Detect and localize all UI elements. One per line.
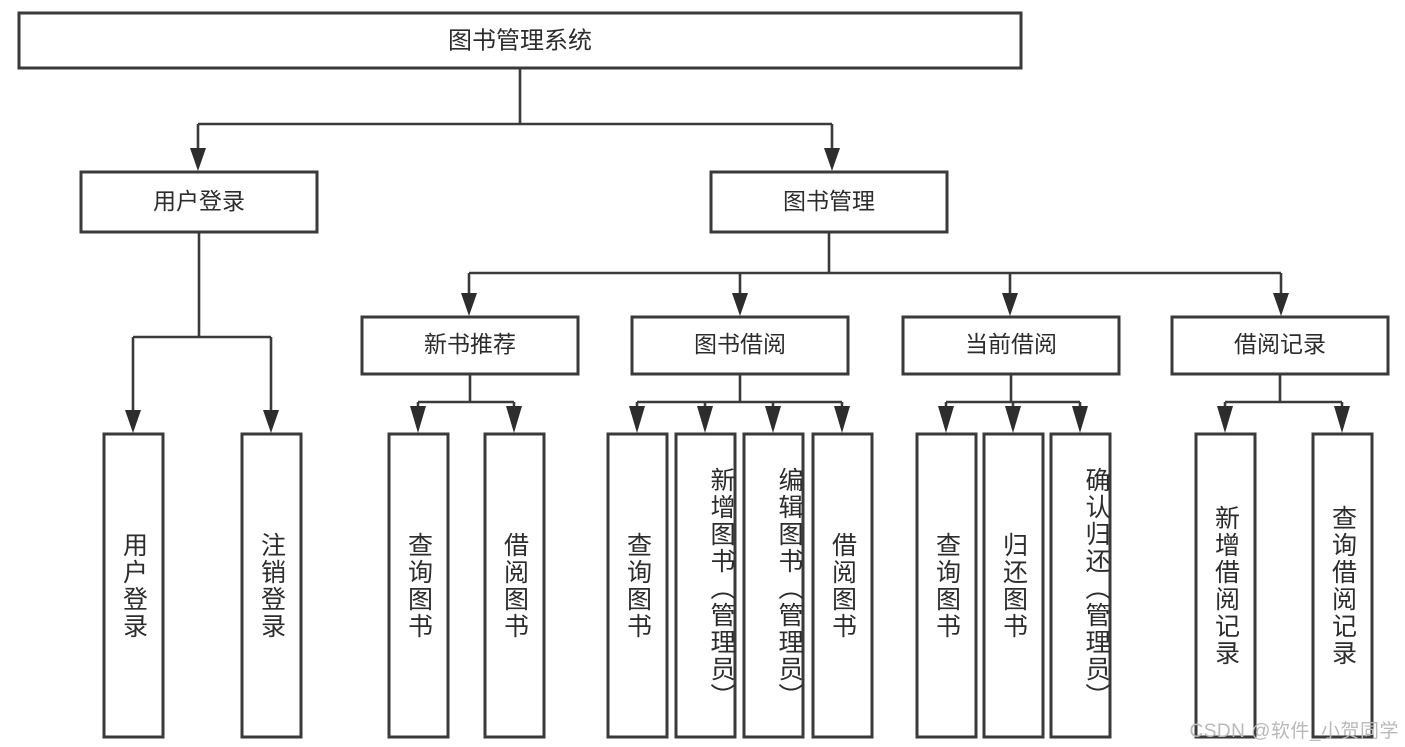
leaf-rect-query-book-b[interactable] (606, 432, 669, 739)
node-book-management-label: 图书管理 (783, 188, 875, 214)
arrow-to-current-borrow (1002, 293, 1018, 316)
node-user-login-label: 用户登录 (153, 188, 245, 214)
arrow-to-user-login (190, 148, 206, 171)
leaf-rect-borrow-book-b[interactable] (811, 432, 874, 739)
arrow-to-leaf-borrow-book-b (834, 406, 850, 433)
node-root-label: 图书管理系统 (448, 27, 592, 54)
node-borrow-record[interactable]: 借阅记录 (1170, 315, 1390, 376)
connector-root-to-level2 (190, 68, 840, 171)
node-borrow-record-label: 借阅记录 (1234, 331, 1326, 357)
leaf-rect-add-book[interactable] (674, 432, 737, 739)
node-current-borrow-label: 当前借阅 (965, 331, 1057, 357)
arrow-to-leaf-query-book-b (629, 406, 645, 433)
node-book-management[interactable]: 图书管理 (709, 170, 949, 234)
arrow-to-leaf-edit-book (765, 406, 781, 433)
arrow-to-book-management (824, 148, 840, 171)
leaf-rect-add-borrow-record[interactable] (1194, 432, 1257, 739)
node-current-borrow[interactable]: 当前借阅 (901, 315, 1121, 376)
connector-borrow-record-to-leaves (1217, 374, 1350, 433)
arrow-to-leaf-confirm-return (1072, 406, 1088, 433)
connector-current-borrow-to-leaves (938, 374, 1088, 433)
node-new-book-recommend-label: 新书推荐 (424, 331, 516, 357)
leaf-rect-query-book-a[interactable] (387, 432, 450, 739)
connector-user-login-to-leaves (125, 232, 279, 433)
arrow-to-book-borrow (732, 293, 748, 316)
node-user-login-rect (79, 170, 319, 234)
arrow-to-leaf-return-book (1005, 406, 1021, 433)
leaf-rect-confirm-return[interactable] (1049, 432, 1112, 739)
node-current-borrow-rect (901, 315, 1121, 376)
arrow-to-leaf-query-book-a (410, 406, 426, 433)
node-book-borrow[interactable]: 图书借阅 (630, 315, 850, 376)
leaf-rect-logout[interactable] (240, 432, 303, 739)
node-root-book-management-system[interactable]: 图书管理系统 (17, 11, 1023, 70)
csdn-watermark: CSDN @软件_小贺同学 (1189, 721, 1399, 742)
node-user-login[interactable]: 用户登录 (79, 170, 319, 234)
arrow-to-leaf-borrow-book-a (506, 406, 522, 433)
node-new-book-recommend-rect (360, 315, 580, 376)
leaf-rect-query-book-c[interactable] (915, 432, 978, 739)
arrow-to-leaf-add-borrow-record (1217, 406, 1233, 433)
connector-new-book-to-leaves (410, 374, 522, 433)
arrow-to-leaf-user-login (125, 410, 141, 433)
leaf-rect-query-borrow-record[interactable] (1311, 432, 1374, 739)
leaf-rect-user-login[interactable] (102, 432, 165, 739)
node-new-book-recommend[interactable]: 新书推荐 (360, 315, 580, 376)
connector-book-borrow-to-leaves (629, 374, 850, 433)
arrow-to-leaf-query-book-c (938, 406, 954, 433)
node-book-borrow-label: 图书借阅 (694, 331, 786, 357)
leaf-rect-borrow-book-a[interactable] (483, 432, 546, 739)
arrow-to-leaf-add-book (697, 406, 713, 433)
node-root-rect (17, 11, 1023, 70)
arrow-to-borrow-record (1273, 293, 1289, 316)
arrow-to-leaf-query-borrow-record (1334, 406, 1350, 433)
arrow-to-leaf-logout (263, 410, 279, 433)
leaf-rect-edit-book[interactable] (742, 432, 805, 739)
connector-book-management-to-level3 (461, 232, 1289, 316)
arrow-to-new-book-recommend (461, 293, 477, 316)
leaf-rect-return-book[interactable] (982, 432, 1045, 739)
